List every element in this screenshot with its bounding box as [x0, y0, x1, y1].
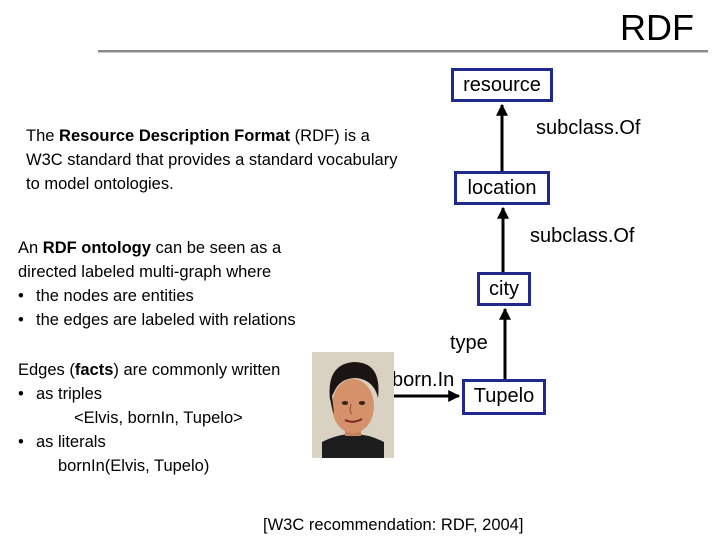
p1-pre: The — [26, 127, 60, 145]
rdf-ontology-paragraph: An RDF ontology can be seen as a directe… — [18, 236, 338, 332]
edge-label-subclass-of-1: subclass.Of — [536, 117, 641, 139]
p3-post: ) are commonly written — [113, 361, 281, 379]
bullet-edges: the edges are labeled with relations — [18, 308, 338, 332]
literal-example: bornIn(Elvis, Tupelo) — [58, 457, 210, 475]
elvis-portrait-icon — [312, 352, 394, 458]
p3-pre: Edges ( — [18, 361, 75, 379]
bullet-nodes: the nodes are entities — [18, 284, 338, 308]
node-city: city — [477, 272, 531, 306]
p3-bold: facts — [74, 361, 114, 379]
p2-post: can be seen as a directed labeled multi-… — [18, 239, 282, 281]
triple-example: <Elvis, bornIn, Tupelo> — [74, 409, 243, 427]
p1-bold: Resource Description Format — [59, 127, 291, 145]
edge-label-subclass-of-2: subclass.Of — [530, 225, 635, 247]
rdf-definition-paragraph: The Resource Description Format (RDF) is… — [26, 124, 406, 196]
p1-post: (RDF) is a W3C standard that provides a … — [26, 127, 398, 193]
edges-facts-paragraph: Edges (facts) are commonly written as tr… — [18, 358, 318, 478]
edge-label-type: type — [450, 332, 488, 354]
edge-label-born-in: born.In — [392, 369, 455, 391]
citation: [W3C recommendation: RDF, 2004] — [263, 516, 524, 534]
p3-intro: Edges (facts) are commonly written — [18, 358, 318, 382]
bullet-literals: as literals — [18, 430, 318, 454]
node-tupelo: Tupelo — [462, 379, 546, 415]
slide-title: RDF — [620, 7, 694, 48]
p2-pre: An — [18, 239, 43, 257]
node-location: location — [454, 171, 550, 205]
p2-bold: RDF ontology — [42, 239, 151, 257]
title-divider — [98, 50, 708, 53]
p2-intro: An RDF ontology can be seen as a directe… — [18, 236, 338, 284]
node-resource: resource — [451, 68, 553, 102]
bullet-triples: as triples — [18, 382, 318, 406]
